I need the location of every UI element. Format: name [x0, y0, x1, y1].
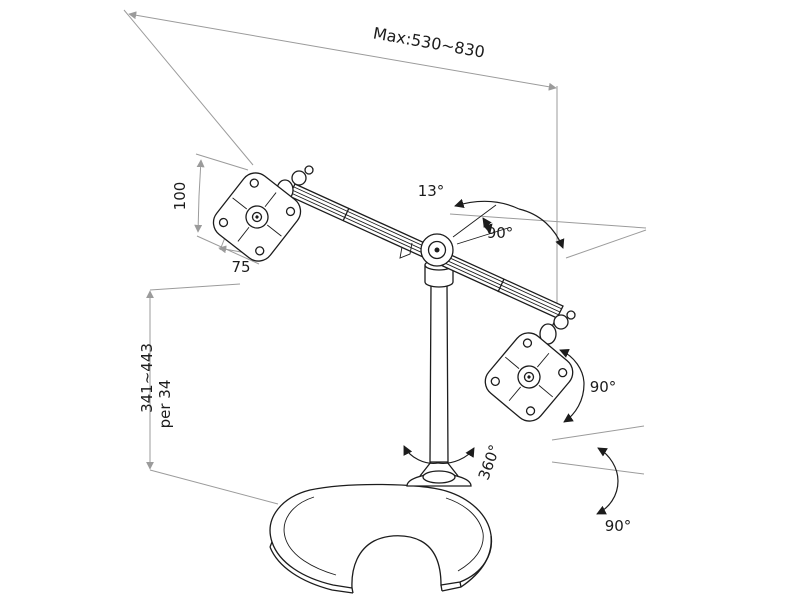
dim-label-height-step: per 34	[156, 380, 174, 429]
base-foot	[269, 483, 493, 589]
extension-line-height-top	[149, 283, 241, 291]
angle-label-swivel-side: 90°	[590, 378, 617, 396]
rotation-bottom-arc-a	[597, 447, 619, 482]
angle-label-rotation-bottom: 90°	[605, 517, 632, 535]
base-contour-left	[283, 496, 337, 576]
right-hinge-cap	[566, 310, 576, 320]
dimension-line-100-b	[194, 195, 203, 233]
left-vesa-hole-tl	[249, 178, 259, 188]
left-hinge-cap	[304, 165, 314, 175]
angle-label-tilt: 13°	[418, 182, 445, 200]
right-vesa-hub-outer	[517, 365, 541, 389]
right-vesa-hole-bl	[490, 376, 500, 387]
pole-base-collar	[422, 470, 456, 484]
right-vesa-hub-pin	[527, 375, 531, 379]
pole-top-collar	[424, 265, 454, 288]
pole-column	[429, 283, 449, 463]
tilt-arc-b	[483, 223, 493, 234]
swivel-side-arc-b	[563, 383, 585, 423]
crossbar-clip	[399, 242, 413, 259]
left-vesa-hole-br	[255, 246, 265, 256]
angle-label-pole-rotation: 360°	[475, 442, 504, 482]
swivel-top-arc-b	[518, 208, 565, 249]
right-vesa-hole-tl	[522, 338, 533, 348]
dim-label-vesa-height: 100	[171, 182, 189, 211]
perspective-guide-top-b	[565, 229, 647, 259]
extension-line-max-left	[123, 9, 254, 166]
center-knob-pin	[434, 247, 440, 253]
tilt-rays	[452, 204, 509, 245]
dim-label-vesa-width: 75	[231, 258, 250, 276]
crossbar-joints	[342, 207, 505, 293]
base-rim-ticks	[269, 541, 462, 594]
perspective-guide-top-a	[449, 213, 647, 229]
extension-line-100-top	[195, 153, 249, 171]
left-hinge-knob	[291, 170, 307, 186]
dimension-line-100-a	[196, 159, 205, 197]
dim-label-max-width: Max:530~830	[372, 23, 487, 61]
right-hinge-knob	[553, 314, 569, 330]
stand-drawing	[212, 165, 576, 594]
swivel-side-arc-a	[559, 348, 585, 385]
dim-label-height-range: 341~443	[138, 343, 156, 413]
pole-cone	[419, 461, 459, 477]
left-vesa-plate	[212, 172, 302, 262]
swivel-top-arc-a	[454, 198, 520, 210]
left-vesa-hub-inner	[251, 211, 263, 223]
left-vesa-hub-outer	[245, 205, 269, 229]
base-contour-right	[445, 497, 484, 572]
left-vesa-slots	[232, 192, 282, 242]
dimension-labels: Max:530~830 100 75 341~443 per 34 13° 90…	[138, 23, 631, 535]
right-vesa-hole-tr	[558, 367, 568, 378]
rotation-bottom-arc-b	[596, 480, 619, 515]
left-vesa-hub-pin	[255, 215, 259, 219]
angle-label-swivel-top: 90°	[487, 224, 514, 242]
perspective-guide-bottom-a	[551, 425, 645, 441]
pole-rotation-arc-b	[437, 447, 475, 464]
right-vesa-slots	[504, 352, 554, 402]
base-rim-left	[269, 546, 354, 594]
dimension-lines	[123, 9, 647, 505]
right-vesa-hub-inner	[523, 371, 535, 383]
center-knob-ring	[427, 240, 447, 260]
pole-rotation-arc-a	[403, 445, 439, 464]
dimension-line-max-b	[341, 50, 557, 91]
extension-line-height-bottom	[149, 469, 279, 505]
angle-annotations	[403, 198, 619, 515]
left-vesa-hole-bl	[218, 217, 229, 228]
right-vesa-plate	[484, 332, 574, 422]
dimension-line-75-a	[218, 245, 242, 254]
left-vesa-hole-tr	[285, 206, 296, 217]
dimension-line-max-a	[128, 11, 343, 52]
perspective-guide-bottom-b	[551, 461, 645, 475]
right-vesa-hole-br	[525, 406, 536, 416]
